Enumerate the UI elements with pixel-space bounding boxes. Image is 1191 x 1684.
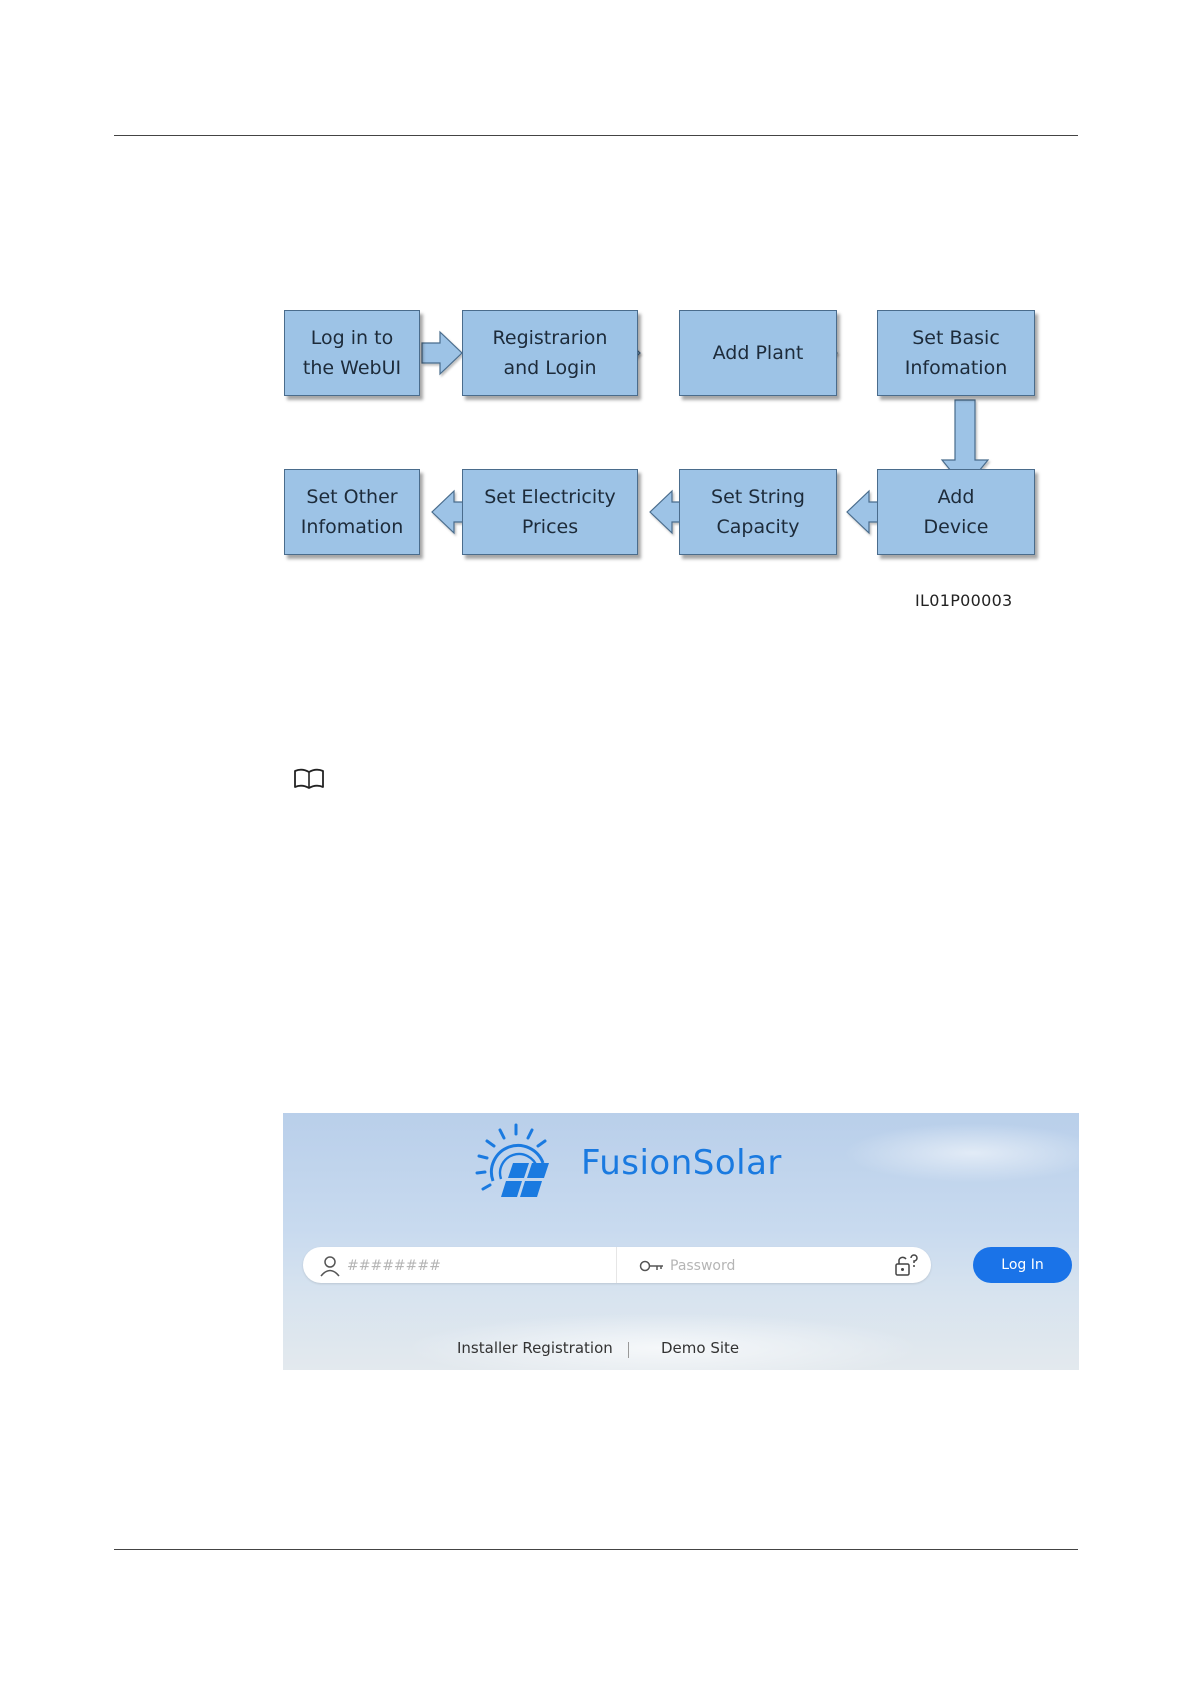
- step-add-plant: Add Plant: [679, 310, 837, 396]
- step-registration-login: Registrarion and Login: [462, 310, 638, 396]
- field-separator: [616, 1247, 617, 1283]
- login-button[interactable]: Log In: [973, 1247, 1072, 1283]
- password-input[interactable]: [668, 1251, 892, 1281]
- login-bar: [303, 1247, 931, 1283]
- forgot-password-lock-icon[interactable]: [893, 1253, 919, 1277]
- sky-cloud: [843, 1123, 1079, 1183]
- demo-site-link[interactable]: Demo Site: [661, 1339, 739, 1357]
- step-set-basic-information: Set Basic Infomation: [877, 310, 1035, 396]
- key-icon: [639, 1257, 665, 1275]
- step-log-in-webui: Log in to the WebUI: [284, 310, 420, 396]
- figure-id: IL01P00003: [915, 591, 1013, 610]
- book-icon: [293, 768, 325, 790]
- login-screenshot: FusionSolar Log In Installer Registratio…: [283, 1113, 1079, 1370]
- installer-registration-link[interactable]: Installer Registration: [457, 1339, 613, 1357]
- arrow-right-1: [422, 332, 462, 374]
- username-input[interactable]: [345, 1251, 609, 1281]
- step-set-electricity-prices: Set Electricity Prices: [462, 469, 638, 555]
- link-divider: [628, 1342, 629, 1358]
- fusionsolar-logo-icon: [473, 1123, 559, 1203]
- footer-rule: [114, 1549, 1078, 1550]
- header-rule: [114, 135, 1078, 136]
- user-icon: [319, 1255, 341, 1277]
- process-flowchart: Log in to the WebUI Registrarion and Log…: [280, 310, 1050, 630]
- login-links: Installer Registration Demo Site: [283, 1339, 1079, 1363]
- step-set-other-information: Set Other Infomation: [284, 469, 420, 555]
- brand-name: FusionSolar: [581, 1143, 782, 1183]
- step-set-string-capacity: Set String Capacity: [679, 469, 837, 555]
- step-add-device: Add Device: [877, 469, 1035, 555]
